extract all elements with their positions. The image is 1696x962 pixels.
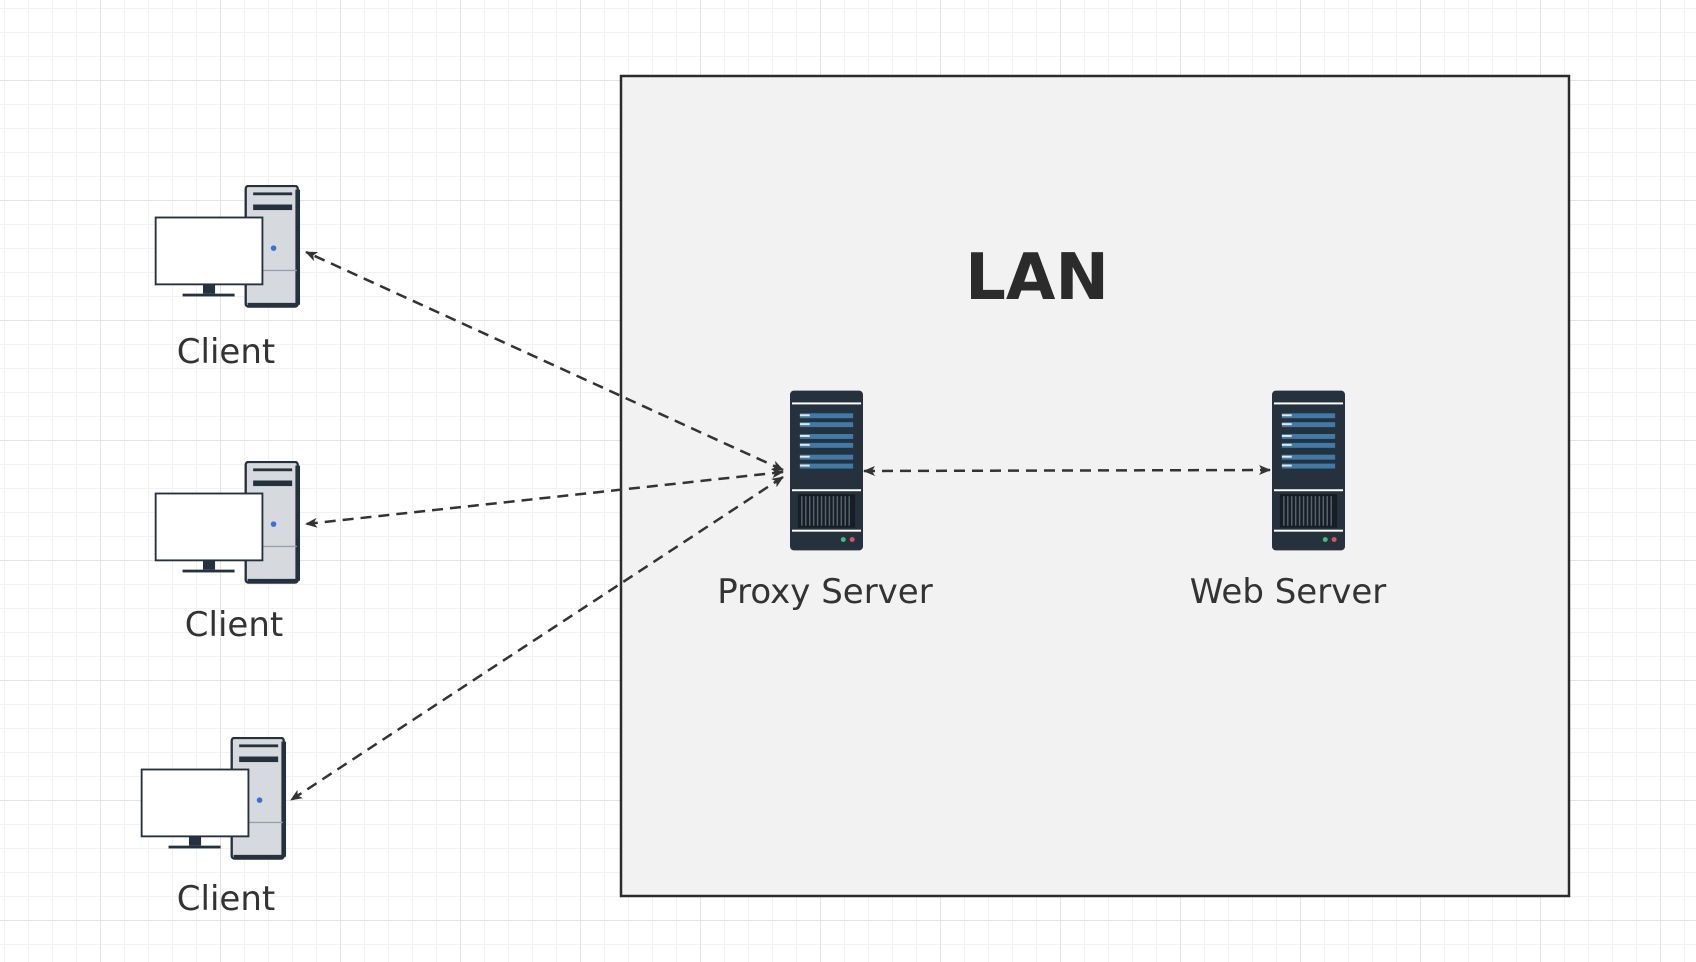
connection-proxy-webserver[interactable] bbox=[863, 465, 1271, 476]
client-node-3[interactable]: Client bbox=[142, 738, 284, 919]
lan-boundary[interactable] bbox=[619, 74, 1571, 898]
proxy-server-label: Proxy Server bbox=[717, 572, 932, 612]
desktop-computer-icon bbox=[156, 186, 298, 307]
client-label: Client bbox=[177, 332, 275, 372]
web-server-node[interactable]: Web Server bbox=[1190, 390, 1386, 612]
client-label: Client bbox=[185, 605, 283, 645]
connections bbox=[290, 250, 1271, 802]
client-node-1[interactable]: Client bbox=[156, 186, 298, 372]
lan-zone[interactable]: LAN bbox=[619, 74, 1571, 898]
web-server-label: Web Server bbox=[1190, 572, 1386, 612]
desktop-computer-icon bbox=[156, 462, 298, 583]
desktop-computer-icon bbox=[142, 738, 284, 859]
proxy-server-node[interactable]: Proxy Server bbox=[717, 390, 933, 612]
connection-proxy-client-3[interactable] bbox=[290, 475, 784, 802]
client-label: Client bbox=[177, 879, 275, 919]
client-node-2[interactable]: Client bbox=[156, 462, 298, 645]
connection-proxy-client-1[interactable] bbox=[305, 250, 784, 472]
server-rack-icon bbox=[1272, 390, 1345, 551]
lan-title: LAN bbox=[965, 241, 1109, 315]
server-rack-icon bbox=[790, 390, 863, 551]
